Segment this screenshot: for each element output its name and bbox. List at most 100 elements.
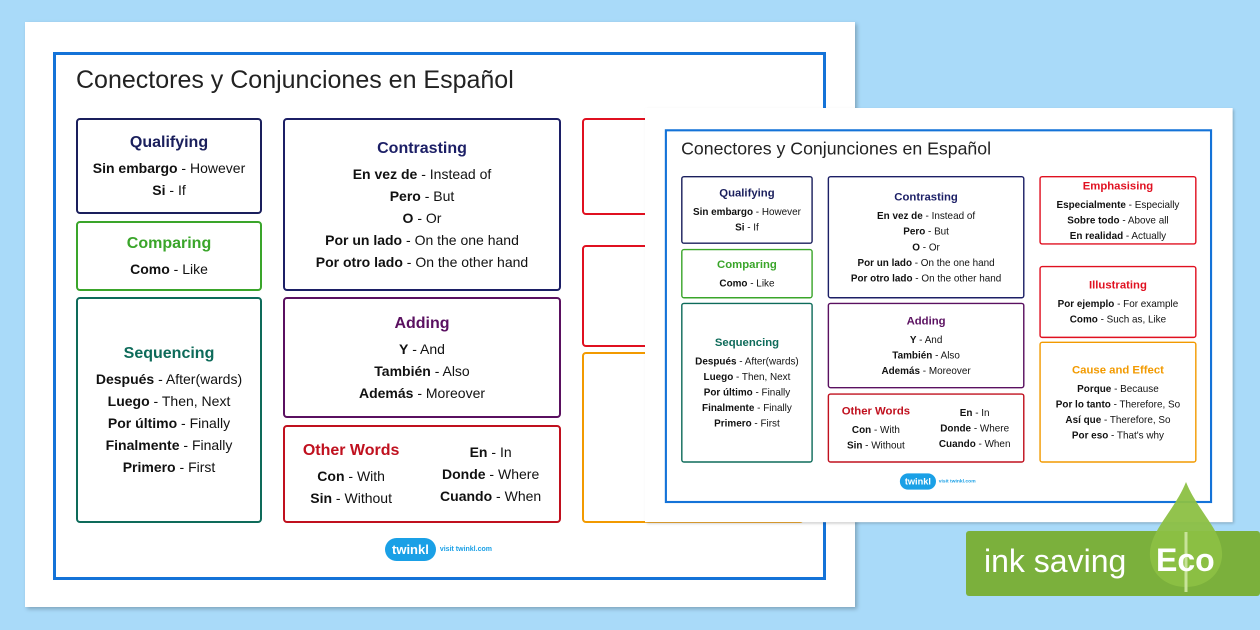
connector-entry: Finalmente - Finally bbox=[702, 401, 792, 414]
page-border bbox=[664, 129, 1213, 504]
english-meaning: On the other hand bbox=[921, 271, 1002, 284]
spanish-term: Cuando bbox=[440, 487, 493, 504]
leaf-icon bbox=[1149, 482, 1223, 592]
box-heading: Comparing bbox=[126, 235, 212, 252]
english-meaning: First bbox=[760, 417, 780, 429]
spanish-term: Con bbox=[317, 468, 345, 484]
spanish-term: Por eso bbox=[1071, 429, 1109, 441]
english-meaning: And bbox=[420, 340, 445, 357]
spanish-term: Sin bbox=[846, 439, 863, 451]
spanish-term: En vez de bbox=[877, 209, 923, 221]
spanish-term: O bbox=[912, 240, 921, 253]
english-meaning: Where bbox=[498, 465, 540, 482]
connector-entry: Sobre todo - Above all bbox=[1067, 213, 1169, 226]
spanish-term: Después bbox=[695, 355, 737, 367]
english-meaning: However bbox=[761, 205, 801, 218]
spanish-term: Pero bbox=[389, 187, 421, 204]
connector-entry: Además - Moreover bbox=[358, 384, 486, 401]
connector-entry: O - Or bbox=[912, 240, 940, 253]
spanish-term: Con bbox=[851, 423, 872, 436]
english-meaning: On the one hand bbox=[414, 231, 519, 248]
connector-entry: Además - Moreover bbox=[881, 364, 971, 376]
spanish-term: Además bbox=[881, 364, 921, 376]
connector-entry: Si - If bbox=[152, 182, 186, 198]
connector-entry: Por último - Finally bbox=[703, 386, 791, 398]
english-meaning: Without bbox=[344, 490, 392, 506]
spanish-term: Por último bbox=[703, 386, 753, 398]
worksheet-title: Conectores y Conjunciones en Español bbox=[681, 139, 992, 159]
english-meaning: If bbox=[177, 182, 186, 198]
box-heading: Sequencing bbox=[714, 336, 780, 349]
connector-entry: Porque - Because bbox=[1077, 382, 1159, 394]
spanish-term: Y bbox=[909, 333, 917, 345]
english-meaning: Therefore, So bbox=[1109, 413, 1171, 425]
connector-entry: Por un lado - On the one hand bbox=[325, 231, 519, 248]
box-heading: Illustrating bbox=[1088, 279, 1147, 292]
spanish-term: Si bbox=[735, 221, 745, 233]
connector-entry: En vez de - Instead of bbox=[352, 165, 492, 182]
box-heading: Contrasting bbox=[894, 191, 958, 204]
english-meaning: On the one hand bbox=[920, 256, 995, 268]
spanish-term: Pero bbox=[903, 225, 926, 237]
connector-entry: En - In bbox=[469, 443, 512, 460]
english-meaning: With bbox=[356, 468, 385, 484]
english-meaning: Instead of bbox=[931, 209, 976, 221]
english-meaning: Finally bbox=[761, 386, 791, 398]
connector-entry: Por otro lado - On the other hand bbox=[850, 271, 1002, 284]
spanish-term: En bbox=[959, 406, 973, 418]
english-meaning: Then, Next bbox=[161, 393, 231, 409]
spanish-term: Sin embargo bbox=[92, 160, 178, 176]
connector-entry: Después - After(wards) bbox=[695, 355, 799, 367]
connector-entry: En realidad - Actually bbox=[1069, 229, 1167, 241]
english-meaning: Because bbox=[1120, 382, 1159, 394]
connector-entry: Sin - Without bbox=[846, 439, 905, 451]
english-meaning: First bbox=[188, 459, 216, 475]
english-meaning: Finally bbox=[763, 401, 792, 414]
connector-entry: O - Or bbox=[402, 209, 442, 226]
spanish-term: En bbox=[469, 443, 488, 460]
connector-entry: Con - With bbox=[851, 423, 900, 436]
connector-entry: Primero - First bbox=[714, 417, 780, 429]
english-meaning: Then, Next bbox=[741, 370, 791, 382]
english-meaning: In bbox=[499, 443, 512, 460]
connector-entry: Finalmente - Finally bbox=[105, 437, 233, 453]
spanish-term: Finalmente bbox=[105, 437, 180, 453]
connector-entry: Pero - But bbox=[903, 225, 949, 237]
spanish-term: En realidad bbox=[1069, 229, 1124, 241]
connector-entry: Como - Like bbox=[719, 277, 775, 289]
connector-entry: También - Also bbox=[374, 362, 470, 379]
connector-entry: Con - With bbox=[317, 468, 385, 484]
connector-entry: Primero - First bbox=[122, 459, 216, 475]
english-meaning: Above all bbox=[1127, 213, 1169, 226]
spanish-term: Como bbox=[719, 277, 748, 289]
english-meaning: Moreover bbox=[425, 384, 486, 401]
spanish-term: Cuando bbox=[938, 437, 976, 449]
english-meaning: Like bbox=[182, 261, 208, 277]
spanish-term: En vez de bbox=[352, 165, 418, 182]
english-meaning: Like bbox=[756, 277, 775, 289]
spanish-term: Por un lado bbox=[325, 231, 403, 248]
eco-label: Eco bbox=[1156, 542, 1215, 578]
connector-entry: En - In bbox=[959, 406, 990, 418]
connector-entry: Y - And bbox=[399, 340, 445, 357]
english-meaning: After(wards) bbox=[744, 355, 799, 367]
english-meaning: Also bbox=[442, 362, 470, 379]
worksheet-title: Conectores y Conjunciones en Español bbox=[76, 66, 514, 94]
box-heading: Cause and Effect bbox=[1071, 363, 1164, 376]
english-meaning: Or bbox=[425, 209, 442, 226]
spanish-term: Y bbox=[399, 340, 409, 357]
english-meaning: Finally bbox=[191, 437, 233, 453]
spanish-term: Por otro lado bbox=[850, 271, 913, 284]
box-heading: Other Words bbox=[841, 405, 911, 418]
box-heading: Comparing bbox=[717, 258, 777, 271]
english-meaning: And bbox=[924, 333, 943, 345]
